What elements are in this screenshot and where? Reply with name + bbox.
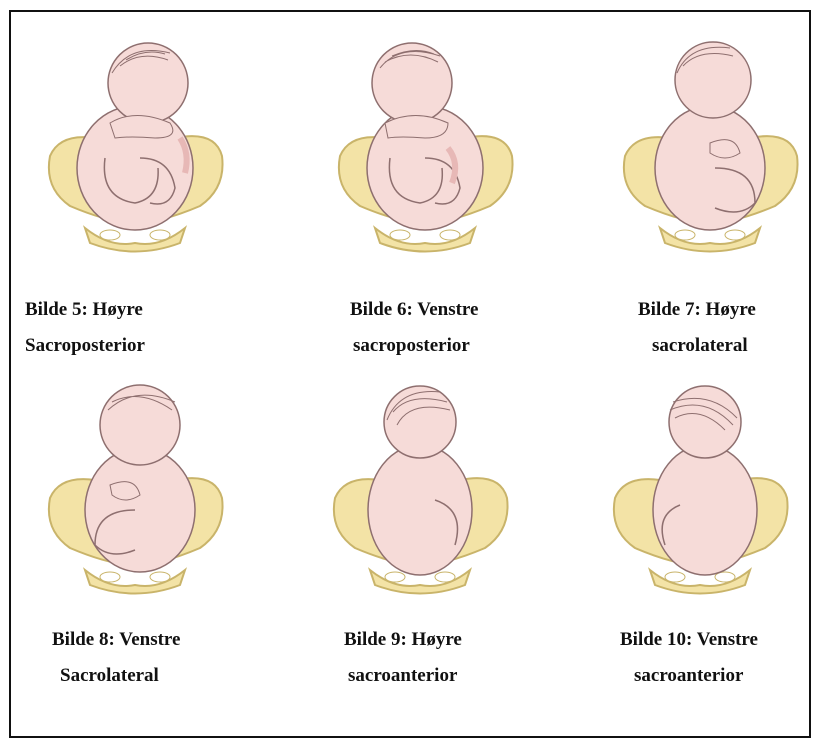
fetus-illustration-8 bbox=[40, 380, 230, 595]
fetus-illustration-6 bbox=[330, 38, 520, 253]
caption-title: Bilde 5: Høyre bbox=[25, 292, 145, 328]
fetus-illustration-10 bbox=[605, 380, 795, 595]
caption-position: sacroposterior bbox=[350, 328, 478, 364]
caption-position: sacrolateral bbox=[638, 328, 756, 364]
caption-title: Bilde 7: Høyre bbox=[638, 292, 756, 328]
figure-caption-6: Bilde 6: Venstre sacroposterior bbox=[350, 292, 478, 364]
caption-position: sacroanterior bbox=[620, 658, 758, 694]
caption-title: Bilde 8: Venstre bbox=[52, 622, 180, 658]
fetus-illustration-5 bbox=[40, 38, 230, 253]
figure-caption-5: Bilde 5: Høyre Sacroposterior bbox=[25, 292, 145, 364]
caption-position: Sacroposterior bbox=[25, 328, 145, 364]
caption-title: Bilde 6: Venstre bbox=[350, 292, 478, 328]
caption-title: Bilde 10: Venstre bbox=[620, 622, 758, 658]
fetus-illustration-7 bbox=[615, 38, 805, 253]
caption-position: sacroanterior bbox=[344, 658, 462, 694]
fetus-illustration-9 bbox=[325, 380, 515, 595]
figure-caption-9: Bilde 9: Høyre sacroanterior bbox=[344, 622, 462, 694]
caption-title: Bilde 9: Høyre bbox=[344, 622, 462, 658]
caption-position: Sacrolateral bbox=[52, 658, 180, 694]
figure-caption-10: Bilde 10: Venstre sacroanterior bbox=[620, 622, 758, 694]
figure-caption-8: Bilde 8: Venstre Sacrolateral bbox=[52, 622, 180, 694]
figure-caption-7: Bilde 7: Høyre sacrolateral bbox=[638, 292, 756, 364]
